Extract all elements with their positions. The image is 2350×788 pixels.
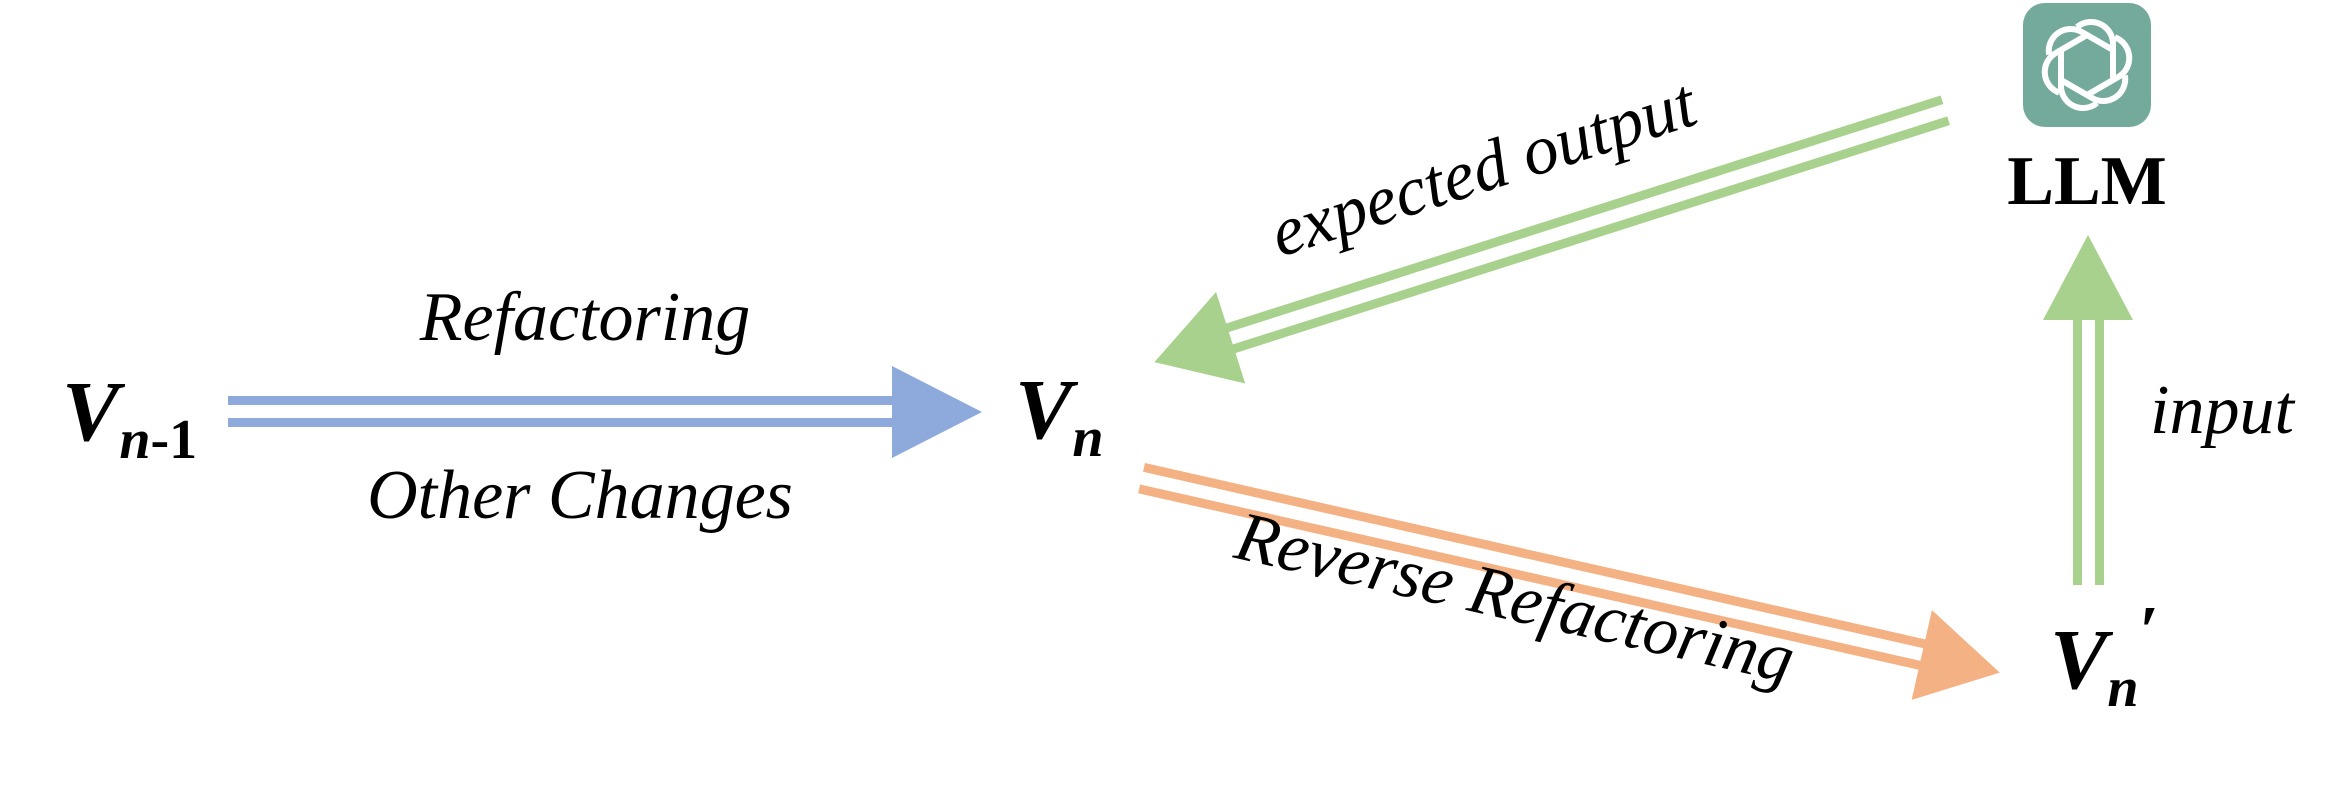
node-v-n-prime-mark: ′ (2139, 593, 2159, 670)
reverse-refactoring-arrow (1138, 462, 2000, 700)
refactoring-label: Refactoring (419, 279, 750, 356)
reverse-arrow-head (1911, 610, 2000, 700)
node-v-prev-sub-var: n (119, 409, 150, 471)
node-v-n-prime: Vn′ (2050, 593, 2158, 719)
input-arrow-line-left (2073, 305, 2082, 585)
openai-logo-icon (2023, 3, 2151, 127)
input-label: input (2150, 372, 2295, 449)
refactoring-arrow-head (892, 366, 982, 458)
expected-arrow-line-bottom (1207, 95, 1944, 339)
input-arrow-head (2043, 235, 2133, 320)
node-v-n-base: V (1015, 361, 1079, 457)
logo-knot (2041, 18, 2133, 112)
reverse-arrow-line-bottom (1138, 484, 1940, 675)
refactoring-arrow (228, 366, 982, 458)
expected-arrow-line-top (1213, 116, 1950, 360)
other-changes-label: Other Changes (367, 457, 793, 534)
refactoring-arrow-line-top (228, 396, 908, 405)
input-arrow (2043, 235, 2133, 585)
node-v-n-prime-base: V (2050, 611, 2114, 707)
expected-output-label: expected output (1261, 64, 1706, 272)
node-v-prev: Vn-1 (62, 363, 197, 471)
input-arrow-line-right (2095, 305, 2104, 585)
refactoring-arrow-line-bottom (228, 418, 908, 427)
node-llm-label: LLM (2007, 143, 2166, 220)
node-v-prev-base: V (62, 363, 126, 459)
node-v-n-sub-var: n (1072, 407, 1103, 469)
expected-arrow-head (1154, 292, 1246, 384)
node-v-n: Vn (1015, 361, 1104, 469)
reverse-arrow-line-top (1143, 462, 1945, 653)
node-v-prev-sub-rest: -1 (151, 409, 198, 471)
node-v-n-prime-sub-var: n (2107, 657, 2138, 719)
expected-output-arrow (1154, 95, 1950, 384)
